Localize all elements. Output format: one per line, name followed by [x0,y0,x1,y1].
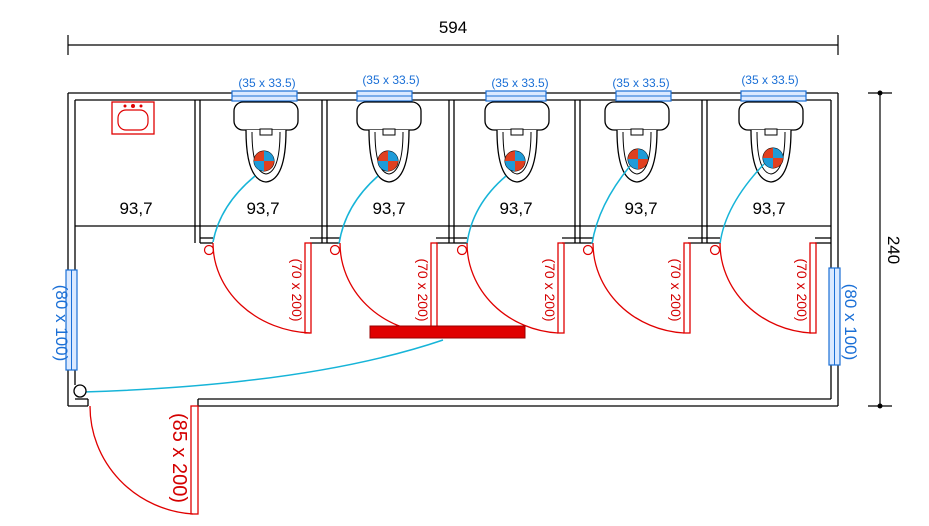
top-windows: (35 x 33.5) (35 x 33.5) (35 x 33.5) (35 … [231,73,807,102]
main-switch-icon [73,384,87,398]
toilet-icon [484,101,550,183]
room-area-label: 93,7 [119,199,152,218]
main-door-label: (85 x 200) [168,413,190,503]
stall-door [592,242,691,334]
stall-door-label: (70 x 200) [415,258,431,321]
stall-door-labels: (70 x 200) (70 x 200) (70 x 200) (70 x 2… [289,258,810,321]
main-door [89,405,199,515]
toilet-icon [604,101,670,183]
room-area-labels: 93,7 93,7 93,7 93,7 93,7 93,7 [119,199,785,218]
height-dimension-label: 240 [884,236,903,264]
bench [369,325,526,339]
sink-icon [111,101,155,135]
stall-door-label: (70 x 200) [794,258,810,321]
room-area-label: 93,7 [372,199,405,218]
switches [203,244,721,256]
toilet-icon [356,101,422,183]
top-window-label: (35 x 33.5) [238,76,295,90]
top-window-label: (35 x 33.5) [491,76,548,90]
outer-walls [67,92,839,407]
stall-door [212,242,312,334]
right-dimension: 240 [868,90,903,409]
top-window: (35 x 33.5) [231,76,298,102]
top-window: (35 x 33.5) [612,76,672,102]
right-window-label: (80 x 100) [841,284,860,361]
top-dimension: 594 [67,18,839,55]
toilets [233,101,804,183]
room-area-label: 93,7 [246,199,279,218]
left-window: (80 x 100) [52,269,78,371]
top-window-label: (35 x 33.5) [362,73,419,87]
toilet-icon [738,101,804,183]
right-window: (80 x 100) [828,267,860,366]
top-window: (35 x 33.5) [356,73,420,102]
room-area-label: 93,7 [624,199,657,218]
stall-partitions [75,100,831,244]
room-area-label: 93,7 [752,199,785,218]
top-window: (35 x 33.5) [485,76,549,102]
room-area-label: 93,7 [499,199,532,218]
stall-door [719,242,817,334]
stall-door-label: (70 x 200) [668,258,684,321]
wiring [82,163,765,393]
stall-door-label: (70 x 200) [542,258,558,321]
top-window-label: (35 x 33.5) [741,73,798,87]
stall-door [466,242,565,334]
top-window: (35 x 33.5) [740,73,807,102]
stall-door-label: (70 x 200) [289,258,305,321]
toilet-icon [233,101,299,183]
top-window-label: (35 x 33.5) [612,76,669,90]
width-dimension-label: 594 [439,18,467,37]
left-window-label: (80 x 100) [52,285,71,362]
